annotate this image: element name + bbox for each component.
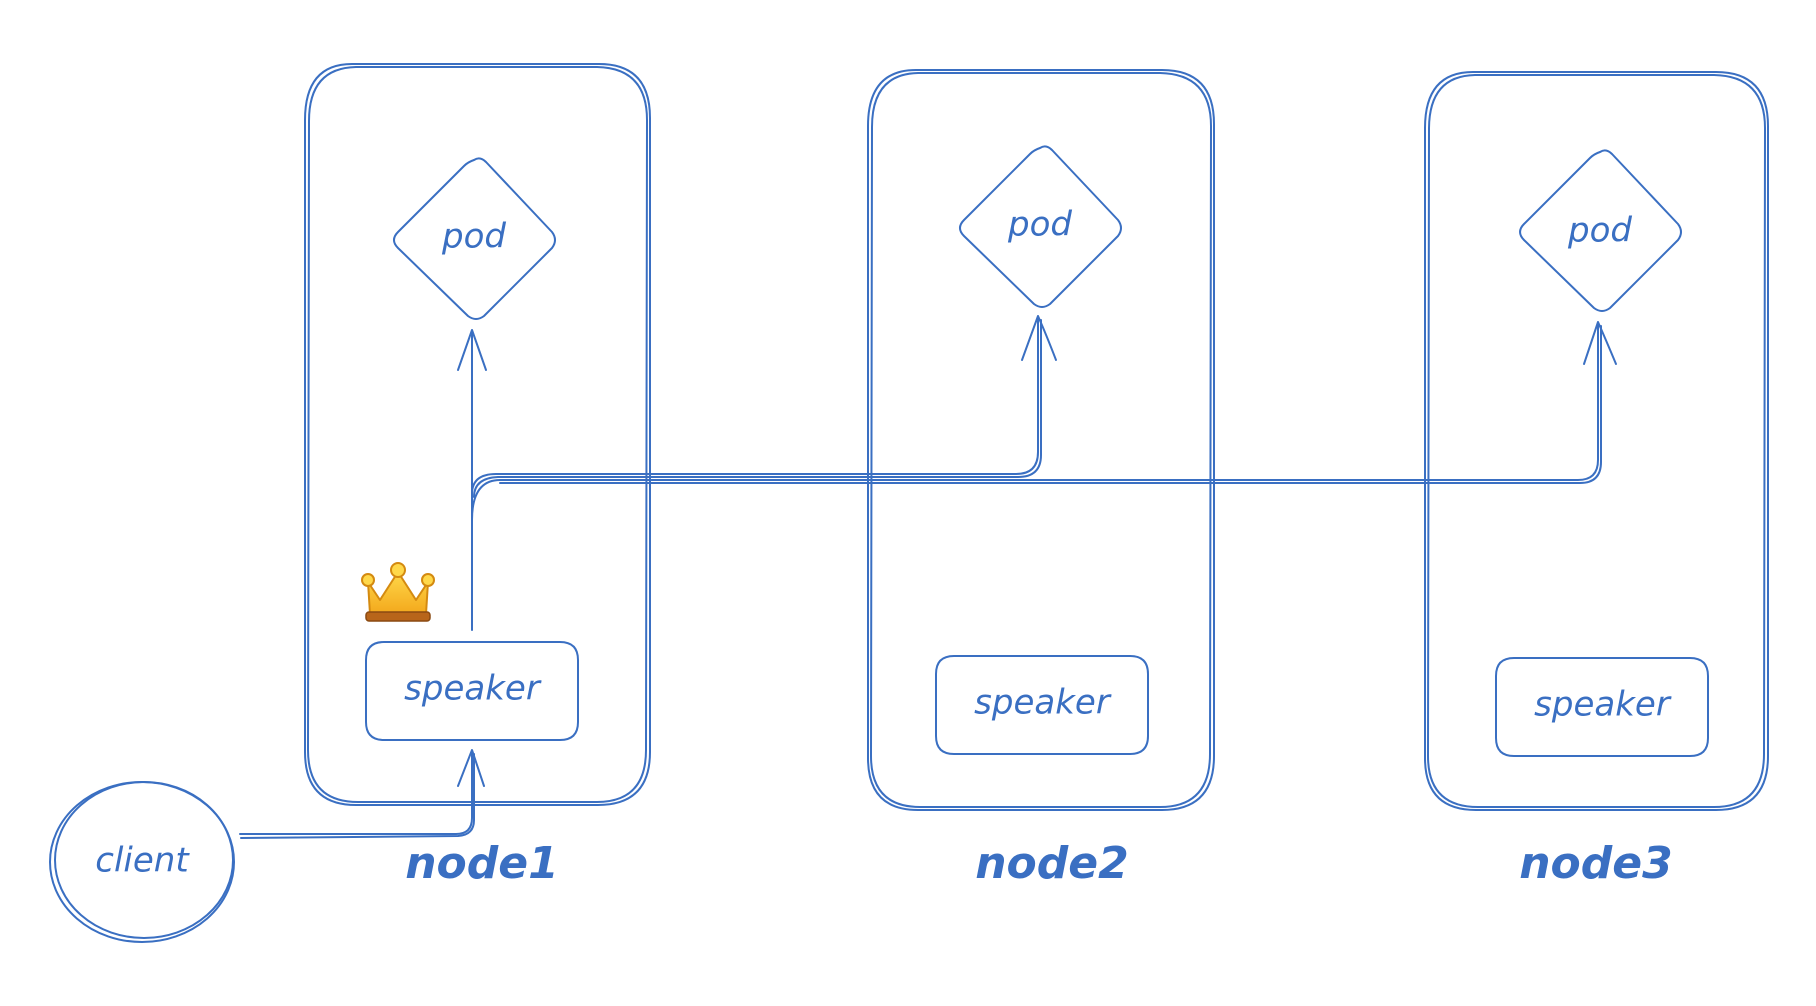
arrow-client-to-speaker1-sketch (240, 753, 475, 839)
node1-box-sketch (307, 66, 648, 803)
node2-pod-diamond[interactable] (959, 145, 1122, 308)
node2-speaker-box[interactable] (935, 655, 1149, 755)
node3-pod-diamond[interactable] (1519, 149, 1682, 312)
node2-speaker-label: speaker (974, 683, 1112, 723)
crown-icon (361, 562, 435, 622)
node2-pod-label: pod (1007, 205, 1072, 245)
arrowhead-speaker1 (457, 749, 485, 787)
node3-box-sketch (1427, 74, 1766, 808)
client-group: client (49, 781, 235, 943)
client-circle-sketch (54, 781, 234, 939)
node1-pod-label: pod (441, 217, 506, 257)
node3-box[interactable] (1424, 71, 1769, 811)
node3-pod-label: pod (1567, 211, 1632, 251)
connectors (239, 315, 1617, 839)
client-label: client (95, 841, 190, 881)
node2-box[interactable] (867, 69, 1215, 811)
node1-speaker-label: speaker (404, 669, 542, 709)
arrow-speaker1-to-pod2-sketch (473, 319, 1042, 498)
node2-box-sketch (870, 72, 1212, 808)
arrow-speaker1-to-pod3 (471, 323, 1599, 521)
node3-speaker-label: speaker (1534, 685, 1672, 725)
arrowhead-pod1 (457, 329, 487, 371)
node1-label: node1 (405, 838, 559, 889)
arrow-speaker1-to-pod2 (471, 317, 1039, 501)
node1-pod-diamond[interactable] (393, 157, 556, 320)
node3-label: node3 (1519, 838, 1673, 889)
arrow-client-to-speaker1 (239, 751, 473, 835)
node1-box[interactable] (304, 63, 651, 806)
node2-group: pod speaker node2 (867, 69, 1215, 889)
arrowhead-pod3 (1583, 321, 1617, 365)
node3-speaker-box[interactable] (1495, 657, 1709, 757)
arrow-speaker1-to-pod3-sketch (499, 325, 1602, 484)
node3-group: pod speaker node3 (1424, 71, 1769, 889)
node1-group: pod speaker node1 (304, 63, 651, 889)
arrowhead-pod2 (1021, 315, 1057, 361)
node1-speaker-box[interactable] (365, 641, 579, 741)
node2-label: node2 (975, 838, 1129, 889)
